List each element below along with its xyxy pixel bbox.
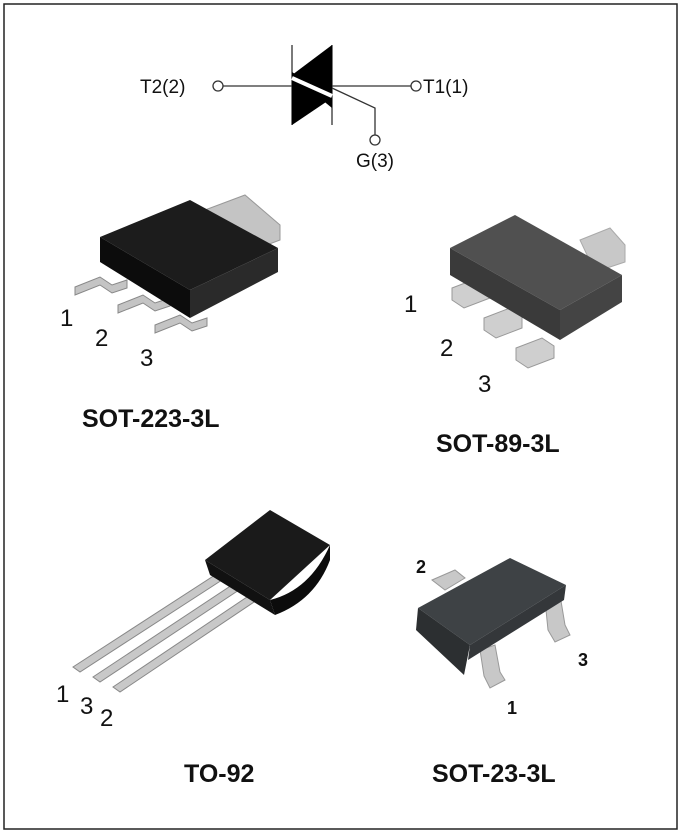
terminal-gate-node	[369, 134, 381, 146]
package-sot-223: 1 2 3 SOT-223-3L	[60, 194, 281, 433]
pin-label: 2	[440, 335, 453, 362]
body-top	[100, 200, 278, 290]
triac-triangle-lower	[292, 72, 332, 125]
terminal-t2-node	[212, 80, 224, 92]
terminal-t2-label: T2(2)	[140, 77, 185, 98]
pin-label: 1	[60, 305, 73, 332]
pin-label: 1	[404, 291, 417, 318]
package-title: SOT-223-3L	[82, 405, 220, 433]
terminal-t1-node	[410, 80, 422, 92]
pin-label: 3	[478, 371, 491, 398]
frame-border	[3, 3, 678, 830]
package-title: TO-92	[184, 760, 254, 788]
pin-label: 2	[416, 557, 426, 577]
pin-label: 1	[56, 681, 69, 708]
terminal-t1-label: T1(1)	[423, 77, 468, 98]
body-top	[450, 215, 622, 310]
triac-symbol: T2(2) T1(1) G(3)	[140, 45, 468, 172]
package-title: SOT-89-3L	[436, 430, 560, 458]
package-title: SOT-23-3L	[432, 760, 556, 788]
pin-label: 2	[95, 325, 108, 352]
pin-label: 3	[140, 345, 153, 372]
terminal-gate-label: G(3)	[356, 151, 394, 172]
pin-label: 3	[80, 693, 93, 720]
package-to-92: 1 3 2 TO-92	[56, 510, 330, 788]
package-sot-23: 2 3 1 SOT-23-3L	[416, 557, 588, 788]
pin-label: 2	[100, 705, 113, 732]
package-sot-89: 1 2 3 SOT-89-3L	[404, 215, 626, 458]
pin-label: 3	[578, 650, 588, 670]
body	[205, 510, 330, 600]
body-top	[418, 558, 566, 645]
pin-label: 1	[507, 698, 517, 718]
